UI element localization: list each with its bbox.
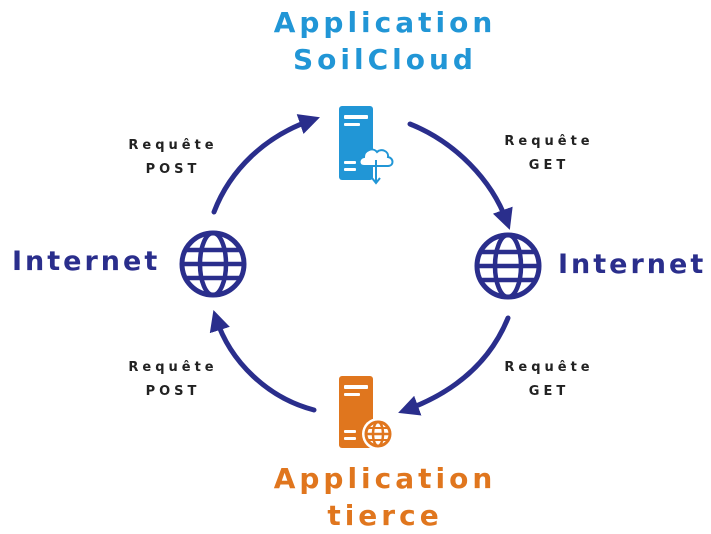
bottom-app-title-line1: Application	[273, 462, 497, 495]
request-label-top-left: Requête POST	[113, 134, 233, 182]
request-label-bottom-left: Requête POST	[113, 356, 233, 404]
arrow-bottom-to-left	[209, 309, 317, 413]
web-server-icon	[339, 376, 394, 450]
internet-label-right: Internet	[558, 249, 707, 280]
bottom-app-title: Application tierce	[225, 460, 545, 534]
request-type-label: Requête	[504, 134, 594, 149]
request-type-label: Requête	[128, 360, 218, 375]
request-type-label: Requête	[504, 360, 594, 375]
request-method-label: POST	[145, 162, 201, 177]
arrow-right-to-bottom	[398, 315, 511, 416]
request-method-label: GET	[528, 384, 570, 399]
top-app-title-line2: SoilCloud	[293, 43, 477, 76]
request-method-label: POST	[145, 384, 201, 399]
cloud-server-icon	[339, 106, 394, 185]
request-method-label: GET	[528, 158, 570, 173]
request-label-bottom-right: Requête GET	[489, 356, 609, 404]
internet-label-left: Internet	[12, 246, 161, 277]
arrow-top-to-right	[407, 121, 513, 230]
bottom-app-title-line2: tierce	[327, 499, 443, 532]
top-app-title: Application SoilCloud	[225, 4, 545, 78]
arrow-left-to-top	[211, 114, 320, 215]
request-label-top-right: Requête GET	[489, 130, 609, 178]
globe-icon-left	[179, 230, 247, 298]
request-type-label: Requête	[128, 138, 218, 153]
top-app-title-line1: Application	[273, 6, 497, 39]
globe-icon-right	[474, 232, 542, 300]
